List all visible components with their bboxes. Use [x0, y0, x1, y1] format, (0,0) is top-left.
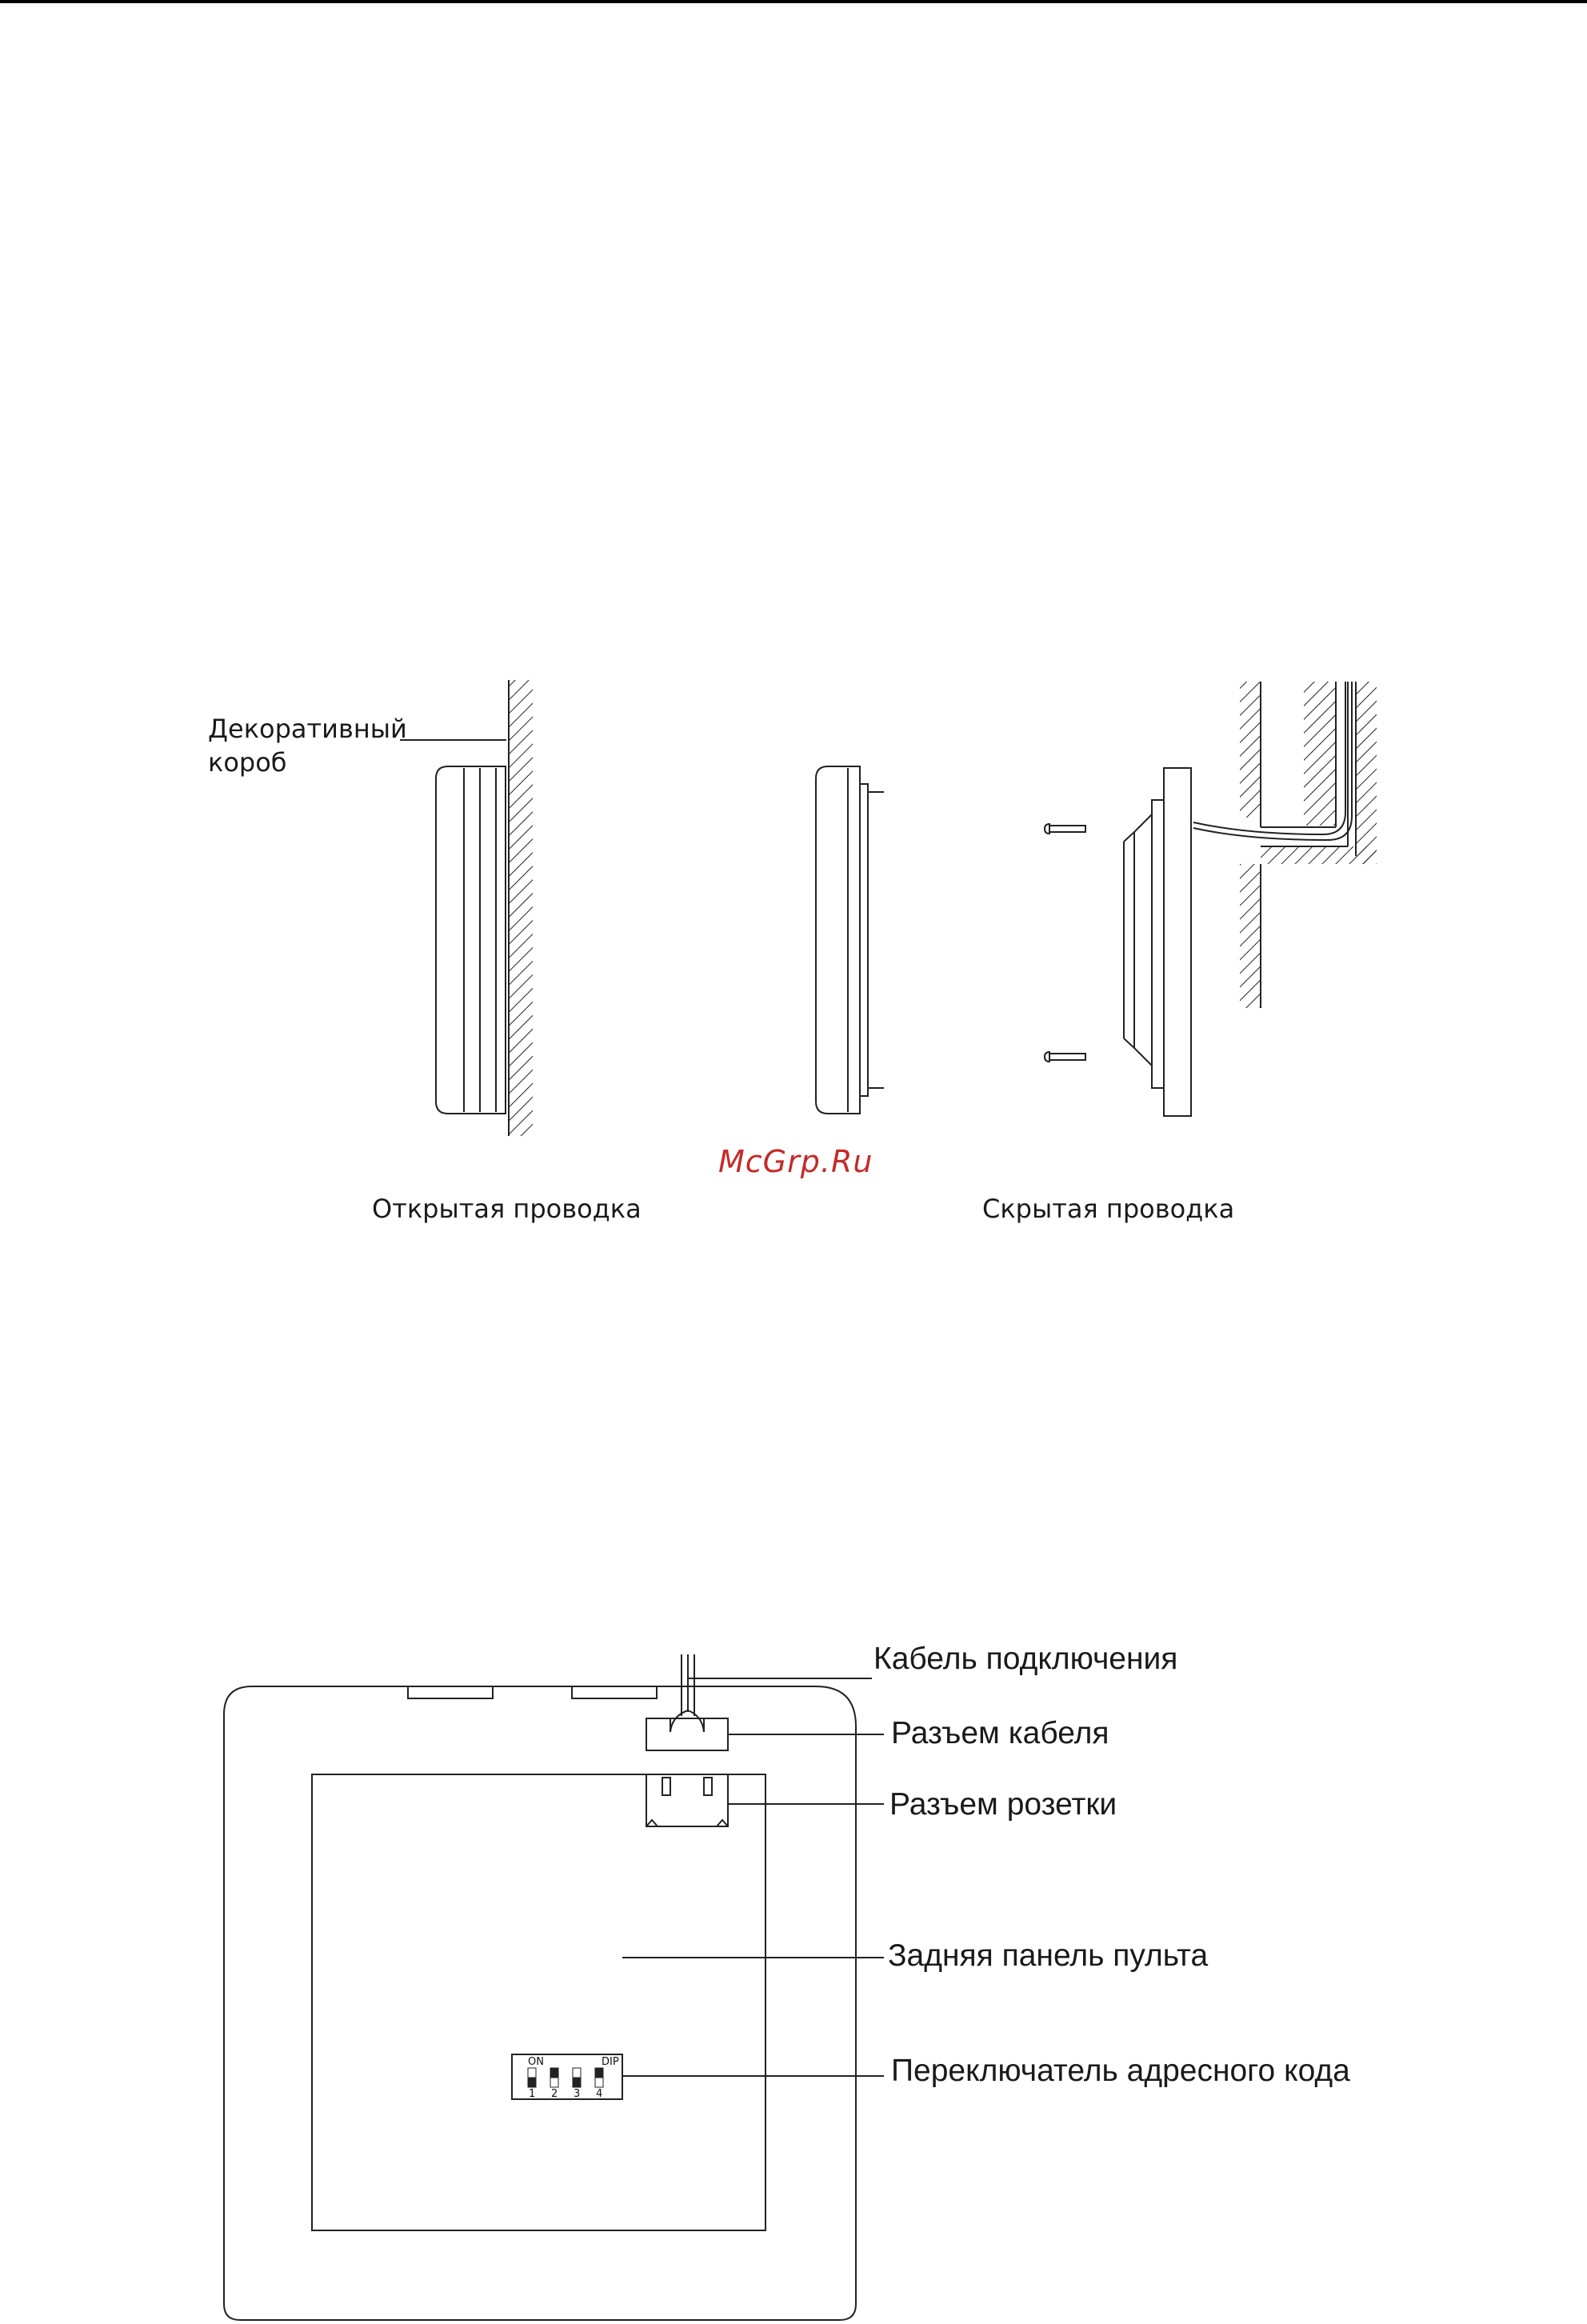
- controller-side-left: [436, 766, 506, 1114]
- top-tab-left: [408, 1686, 493, 1698]
- dip-dip-label: DIP: [602, 2056, 619, 2068]
- socket-connector: [646, 1774, 728, 1826]
- callout-dip-switch: Переключатель адресного кода: [891, 2054, 1350, 2089]
- callout-socket-connector: Разъем розетки: [889, 1787, 1117, 1822]
- callout-cable-connector: Разъем кабеля: [891, 1716, 1109, 1751]
- open-wiring-drawing: [400, 680, 533, 1136]
- callout-back-panel: Задняя панель пульта: [888, 1938, 1208, 1974]
- dip-on-label: ON: [528, 2056, 544, 2068]
- hidden-wiring-drawing: [1045, 682, 1377, 1116]
- screw-top: [1045, 824, 1085, 834]
- top-tab-right: [572, 1686, 657, 1698]
- inner-panel: [312, 1774, 766, 2230]
- callout-decor-box-line2: короб: [208, 747, 287, 778]
- dip-number-2: 2: [551, 2088, 558, 2100]
- outer-housing: [224, 1686, 856, 2320]
- dip-number-4: 4: [596, 2088, 602, 2100]
- middle-controller-drawing: [816, 766, 884, 1114]
- back-panel-drawing: [224, 1654, 884, 2320]
- cable-connector: [646, 1718, 728, 1750]
- wall-hatch-left: [509, 680, 533, 1136]
- dip-number-3: 3: [574, 2088, 580, 2100]
- watermark: McGrp.Ru: [718, 1144, 873, 1179]
- callout-decor-box-line1: Декоративный: [208, 714, 407, 744]
- caption-hidden-wiring: Скрытая проводка: [982, 1194, 1234, 1224]
- callout-cable: Кабель подключения: [873, 1642, 1177, 1677]
- screw-bottom: [1045, 1052, 1085, 1062]
- dip-number-1: 1: [529, 2088, 535, 2100]
- caption-open-wiring: Открытая проводка: [372, 1194, 642, 1224]
